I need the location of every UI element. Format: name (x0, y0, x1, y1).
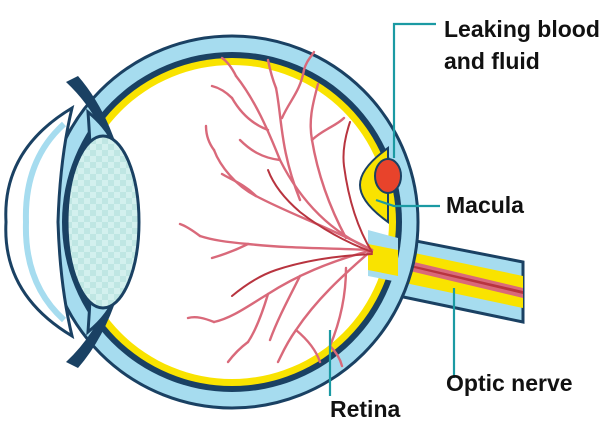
retinal-blood-vessels (178, 50, 374, 368)
leader-lines (328, 22, 456, 396)
macula-label: Macula (446, 192, 524, 218)
cornea (4, 104, 75, 340)
leaking-blood-spot (374, 158, 402, 194)
lens (65, 134, 141, 310)
leaking-label-line1: Leaking blood (444, 16, 600, 42)
leaking-leader-line (392, 22, 436, 158)
optic-nerve-label: Optic nerve (446, 370, 573, 396)
retina-label: Retina (330, 396, 401, 422)
macula-leader-line (375, 198, 440, 208)
vitreous-body (75, 65, 389, 379)
leaking-label-line2: and fluid (444, 48, 540, 74)
